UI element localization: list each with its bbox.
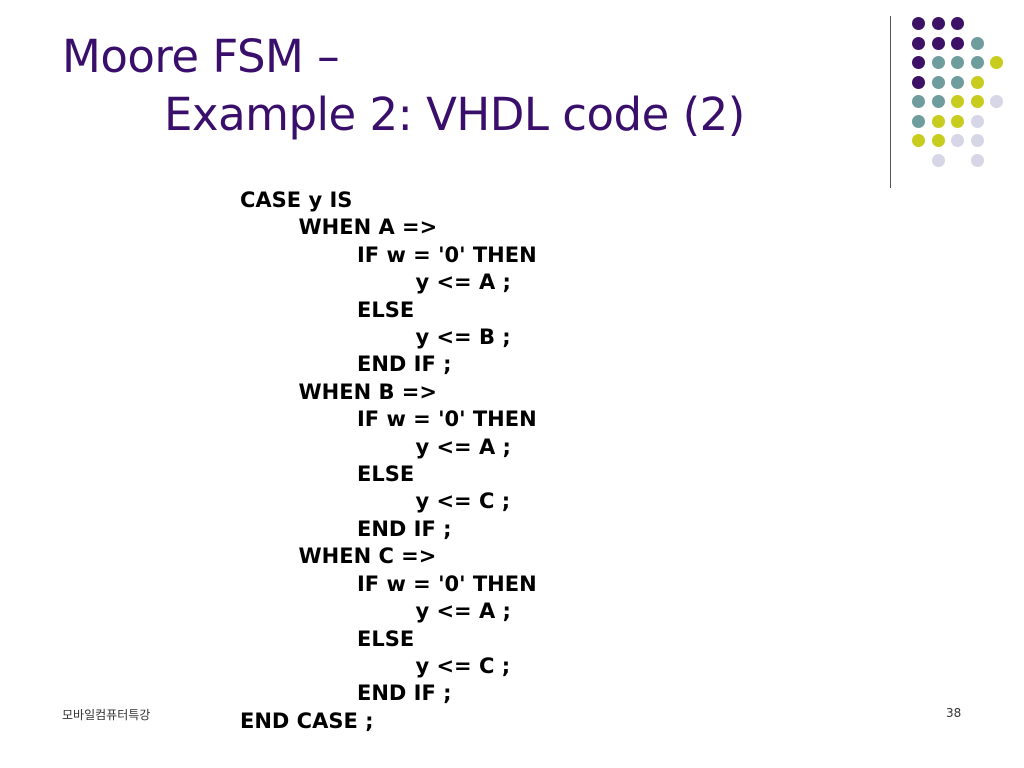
- code-line: y <= C ;: [240, 653, 511, 678]
- decorative-dot: [970, 153, 984, 167]
- decorative-dot: [912, 134, 925, 147]
- code-line: END IF ;: [240, 516, 452, 541]
- decorative-dot: [912, 56, 925, 69]
- decorative-dot: [990, 95, 1003, 108]
- decorative-dot: [931, 95, 945, 108]
- decorative-dot: [951, 134, 964, 147]
- decorative-dot: [951, 56, 964, 69]
- code-line: y <= A ;: [240, 599, 511, 624]
- decorative-dot: [951, 36, 964, 50]
- decorative-dot: [931, 134, 945, 147]
- code-line: ELSE: [240, 626, 415, 651]
- slide-title: Moore FSM – Example 2: VHDL code (2): [62, 28, 745, 144]
- decorative-dot: [931, 17, 945, 30]
- page-number: 38: [946, 706, 962, 720]
- code-line: WHEN B =>: [240, 379, 437, 404]
- decorative-dot: [912, 75, 925, 89]
- decorative-dot: [912, 95, 925, 108]
- code-line: y <= B ;: [240, 325, 511, 350]
- decorative-dot: [970, 75, 984, 89]
- divider-line: [890, 16, 891, 188]
- code-line: IF w = '0' THEN: [240, 242, 537, 267]
- decorative-dot: [951, 95, 964, 108]
- decorative-dot: [990, 56, 1003, 69]
- decorative-dot: [970, 56, 984, 69]
- decorative-dot: [951, 17, 964, 30]
- decorative-dot: [912, 114, 925, 128]
- decorative-dot: [951, 114, 964, 128]
- code-line: y <= C ;: [240, 489, 511, 514]
- decorative-dot: [931, 36, 945, 50]
- decorative-dot: [912, 36, 925, 50]
- decorative-dot: [931, 75, 945, 89]
- decorative-dot: [931, 153, 945, 167]
- decorative-dot: [970, 95, 984, 108]
- title-line-1: Moore FSM –: [62, 30, 340, 83]
- code-line: y <= A ;: [240, 434, 511, 459]
- code-line: ELSE: [240, 297, 415, 322]
- decorative-dot: [951, 75, 964, 89]
- code-line: ELSE: [240, 462, 415, 487]
- code-line: END IF ;: [240, 681, 452, 706]
- code-line: IF w = '0' THEN: [240, 571, 537, 596]
- decorative-dot: [931, 56, 945, 69]
- decorative-dot: [970, 114, 984, 128]
- code-line: CASE y IS: [240, 188, 353, 212]
- decorative-dot: [970, 36, 984, 50]
- code-line: END CASE ;: [240, 708, 374, 733]
- vhdl-code-block: CASE y IS WHEN A => IF w = '0' THEN y <=…: [240, 187, 537, 735]
- decorative-dot: [931, 114, 945, 128]
- decorative-dot: [970, 134, 984, 147]
- decorative-dot: [912, 17, 925, 30]
- code-line: END IF ;: [240, 352, 452, 377]
- footer-course-name: 모바일컴퓨터특강: [62, 708, 151, 722]
- title-line-2: Example 2: VHDL code (2): [164, 88, 745, 141]
- code-line: WHEN A =>: [240, 215, 438, 240]
- code-line: y <= A ;: [240, 270, 511, 295]
- code-line: IF w = '0' THEN: [240, 407, 537, 432]
- code-line: WHEN C =>: [240, 544, 437, 569]
